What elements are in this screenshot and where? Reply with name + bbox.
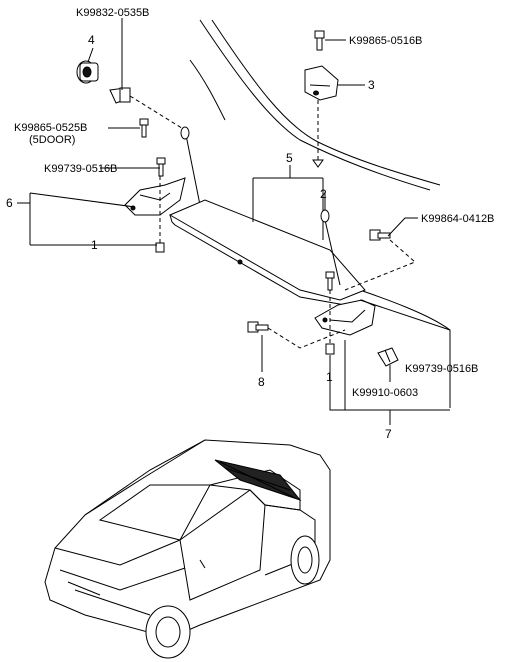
screw-part-5door bbox=[139, 118, 149, 138]
bolt-part-right bbox=[369, 229, 391, 241]
dash-bolt-8 bbox=[267, 327, 346, 349]
cable-end-right bbox=[320, 209, 330, 223]
label-screw-top: K99832-0535B bbox=[76, 7, 149, 19]
clip-part-right bbox=[325, 343, 335, 355]
callout-bracket-7 bbox=[329, 340, 450, 425]
leader-4 bbox=[87, 47, 94, 63]
label-clip: K99910-0603 bbox=[352, 387, 418, 399]
label-screw-5door-note: (5DOOR) bbox=[29, 134, 75, 146]
callout-1-right: 1 bbox=[326, 370, 333, 384]
callout-5: 5 bbox=[286, 151, 293, 165]
rear-shelf bbox=[168, 199, 366, 306]
leader-bolt-right bbox=[387, 217, 418, 237]
label-bolt-right: K99864-0412B bbox=[421, 213, 494, 225]
screw-part-top bbox=[109, 18, 131, 104]
label-screw-5door: K99865-0525B bbox=[14, 122, 87, 134]
clip-part-top bbox=[312, 159, 324, 168]
bolt-part-8 bbox=[247, 321, 269, 333]
callout-2: 2 bbox=[320, 187, 327, 201]
label-screw-bracket6: K99739-0516B bbox=[44, 163, 117, 175]
callout-bracket-6 bbox=[17, 192, 157, 246]
car-illustration bbox=[44, 439, 331, 659]
cable-left bbox=[184, 129, 201, 206]
callout-4: 4 bbox=[88, 33, 95, 47]
dash-screw-top bbox=[129, 95, 186, 131]
clip-part-left bbox=[155, 242, 165, 253]
callout-6: 6 bbox=[6, 196, 13, 210]
cable-end-left bbox=[180, 126, 190, 140]
label-screw-bracket3: K99865-0516B bbox=[349, 35, 422, 47]
bracket-part-3 bbox=[304, 65, 365, 101]
cable-right bbox=[324, 219, 341, 286]
callout-3: 3 bbox=[368, 78, 375, 92]
leader-bracket7-screw bbox=[359, 299, 451, 408]
label-screw-bracket7: K99739-0516B bbox=[405, 363, 478, 375]
callout-7: 7 bbox=[385, 427, 392, 441]
callout-8: 8 bbox=[258, 375, 265, 389]
callout-1-left: 1 bbox=[91, 238, 98, 252]
grommet-part bbox=[76, 60, 99, 84]
callout-shelf-5 bbox=[252, 177, 324, 240]
clip-part-k99910 bbox=[377, 347, 399, 367]
screw-part-bracket3 bbox=[314, 30, 325, 51]
